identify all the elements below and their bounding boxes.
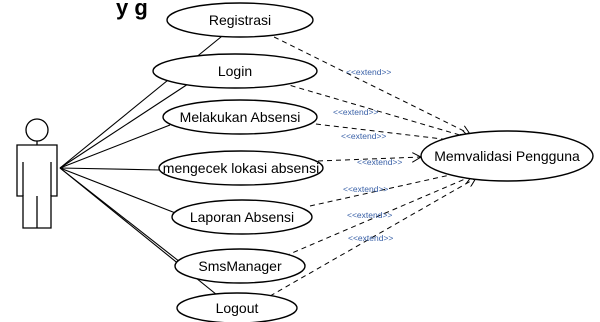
extend-line-melakukan-absensi [306,122,468,142]
extend-label: <<extend>> [348,233,393,243]
use-case-login: Login [152,53,318,89]
extend-line-laporan-absensi [309,171,468,207]
extend-label: <<extend>> [347,210,392,220]
association-laporan-absensi [59,167,179,215]
association-registrasi [59,27,233,169]
svg-text:Laporan Absensi: Laporan Absensi [190,209,294,225]
svg-text:Logout: Logout [216,300,259,316]
extend-label: <<extend>> [343,184,388,194]
use-case-smsmanager: SmsManager [174,248,306,284]
extend-line-login [281,82,470,138]
diagram-title-fragment: y g [116,0,148,20]
svg-text:Login: Login [218,63,252,79]
association-mengecek-lokasi [59,167,161,171]
svg-text:Melakukan Absensi: Melakukan Absensi [180,109,301,125]
extend-line-logout [269,178,476,297]
svg-text:Memvalidasi Pengguna: Memvalidasi Pengguna [434,148,580,164]
use-case-memvalidasi-pengguna: Memvalidasi Pengguna [420,130,594,182]
use-case-registrasi: Registrasi [166,2,314,38]
association-melakukan-absensi [59,124,171,169]
extend-line-smsmanager [284,176,472,257]
actor-icon [16,118,58,229]
extend-label: <<extend>> [341,131,386,141]
extend-label: <<extend>> [333,107,378,117]
use-case-mengecek-lokasi-absensi: mengecek lokasi absensi [158,150,324,186]
associations [59,27,233,300]
svg-text:SmsManager: SmsManager [198,258,282,274]
extend-dependencies [265,32,476,297]
extend-line-mengecek-lokasi [317,157,421,161]
use-case-melakukan-absensi: Melakukan Absensi [162,99,318,135]
extend-label: <<extend>> [346,67,391,77]
use-case-laporan-absensi: Laporan Absensi [171,199,313,235]
svg-text:mengecek lokasi absensi: mengecek lokasi absensi [163,160,319,176]
association-login [59,83,189,169]
extend-label: <<extend>> [357,157,402,167]
use-case-logout: Logout [176,292,298,322]
extend-labels: <<extend>> <<extend>> <<extend>> <<exten… [333,67,402,243]
extend-line-registrasi [265,32,470,134]
svg-text:Registrasi: Registrasi [209,12,271,28]
